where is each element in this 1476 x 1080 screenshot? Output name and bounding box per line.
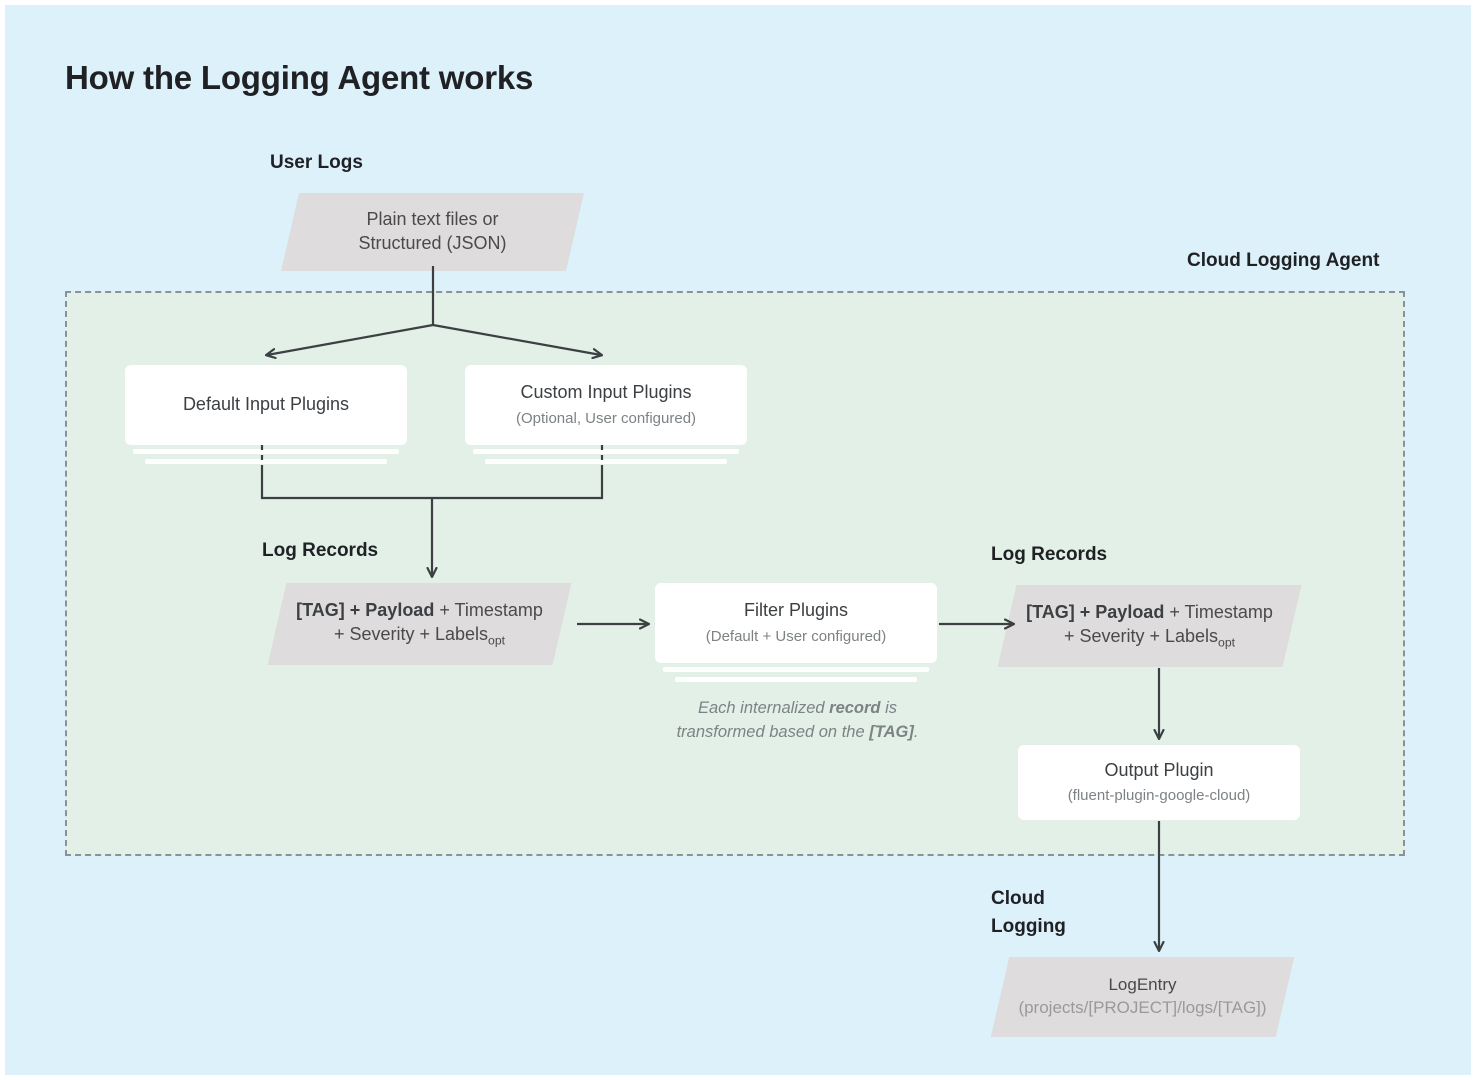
label-log-records-left: Log Records (262, 540, 379, 561)
stack-sheet-2 (675, 677, 917, 682)
node-log-record-left: [TAG] + Payload + Timestamp + Severity +… (267, 583, 572, 665)
filter-plugins-subtitle: (Default + User configured) (705, 627, 887, 645)
filter-plugins-title: Filter Plugins (743, 600, 849, 621)
log-entry-title: LogEntry (1108, 975, 1177, 995)
node-log-entry: LogEntry (projects/[PROJECT]/logs/[TAG]) (990, 957, 1295, 1037)
label-cloud-logging: Cloud Logging (991, 888, 1066, 937)
default-input-plugins-title: Default Input Plugins (182, 394, 350, 415)
label-log-records-right: Log Records (991, 544, 1108, 565)
label-cloud-logging-agent: Cloud Logging Agent (1187, 250, 1380, 271)
filter-plugins-caption: Each internalized record is transformed … (676, 699, 919, 741)
node-filter-plugins[interactable]: Filter Plugins (Default + User configure… (655, 583, 937, 682)
diagram-canvas: How the Logging Agent works User Logs Cl… (5, 5, 1471, 1075)
label-user-logs: User Logs (270, 152, 363, 173)
node-output-plugin[interactable]: Output Plugin (fluent-plugin-google-clou… (1018, 745, 1300, 820)
node-default-input-plugins[interactable]: Default Input Plugins (125, 365, 407, 464)
log-record-right-line2: + Severity + Labelsopt (1063, 626, 1236, 650)
stack-sheet-1 (133, 449, 399, 454)
user-logs-line1: Plain text files or (366, 209, 499, 230)
output-plugin-title: Output Plugin (1104, 759, 1214, 780)
page-title: How the Logging Agent works (65, 59, 534, 96)
stack-sheet-2 (485, 459, 727, 464)
custom-input-plugins-subtitle: (Optional, User configured) (515, 409, 697, 427)
node-user-logs-source: Plain text files or Structured (JSON) (280, 193, 585, 271)
node-custom-input-plugins[interactable]: Custom Input Plugins (Optional, User con… (465, 365, 747, 464)
custom-input-plugins-title: Custom Input Plugins (520, 382, 692, 403)
log-entry-subtitle: (projects/[PROJECT]/logs/[TAG]) (1018, 998, 1267, 1017)
stack-sheet-2 (145, 459, 387, 464)
stack-sheet-1 (663, 667, 929, 672)
log-record-left-line1: [TAG] + Payload + Timestamp (296, 600, 543, 621)
stack-sheet-1 (473, 449, 739, 454)
user-logs-line2: Structured (JSON) (358, 233, 507, 253)
log-record-right-line1: [TAG] + Payload + Timestamp (1026, 602, 1273, 623)
output-plugin-subtitle: (fluent-plugin-google-cloud) (1067, 787, 1251, 805)
log-record-left-line2: + Severity + Labelsopt (333, 624, 506, 648)
node-log-record-right: [TAG] + Payload + Timestamp + Severity +… (997, 585, 1302, 667)
